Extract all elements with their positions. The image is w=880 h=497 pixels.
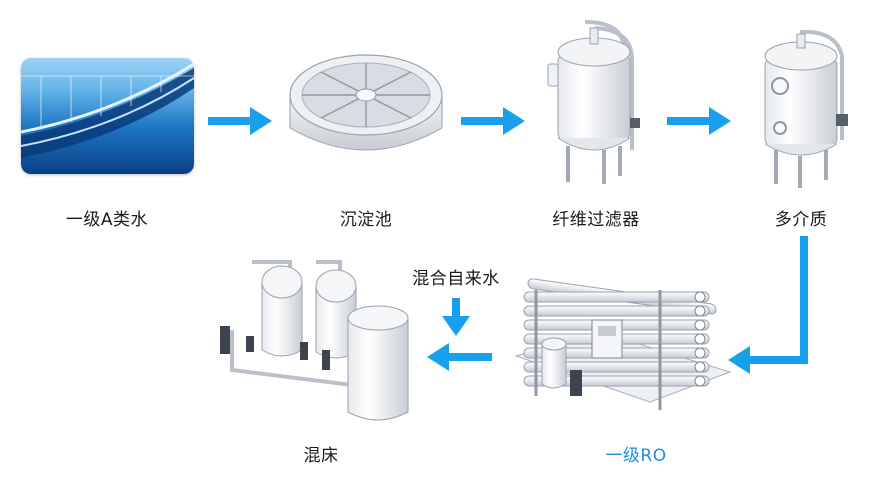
stage-label-fiber-filter: 纤维过滤器 [552, 210, 640, 230]
mixed-bed-illustration [220, 260, 409, 421]
arrow-ro-to-mixedbed [446, 353, 492, 361]
arrow-primary-to-sedimentation [208, 117, 253, 125]
arrow-sedimentation-to-fiber-head [503, 107, 525, 135]
arrow-sedimentation-to-fiber [461, 117, 506, 125]
arrow-fiber-to-multimedia-head [709, 107, 731, 135]
arrow-primary-to-sedimentation-head [250, 107, 272, 135]
stage-label-multimedia-filter: 多介质 [774, 210, 828, 230]
arrow-tapwater-down [452, 298, 460, 318]
ro-unit-illustration [514, 278, 732, 410]
arrow-multimedia-to-ro-head [728, 346, 750, 374]
sedimentation-tank-illustration [289, 54, 443, 151]
primary-water-photo [21, 58, 194, 174]
arrow-fiber-to-multimedia [667, 117, 712, 125]
arrow-ro-to-mixedbed-head [427, 343, 449, 371]
stage-label-primary-a-water: 一级A类水 [65, 210, 149, 230]
multimedia-filter-illustration [764, 29, 848, 188]
water-channel-art [21, 62, 194, 158]
flow-arrows [208, 107, 808, 374]
stage-label-mixed-bed: 混床 [303, 446, 339, 466]
stage-label-primary-ro: 一级RO [605, 446, 667, 466]
arrow-multimedia-left [748, 356, 808, 364]
arrow-multimedia-down [800, 236, 808, 364]
fiber-filter-illustration [547, 20, 640, 184]
arrow-tapwater-down-head [442, 316, 470, 336]
tap-water-note: 混合自来水 [412, 269, 500, 289]
stage-label-sedimentation-tank: 沉淀池 [339, 210, 393, 230]
